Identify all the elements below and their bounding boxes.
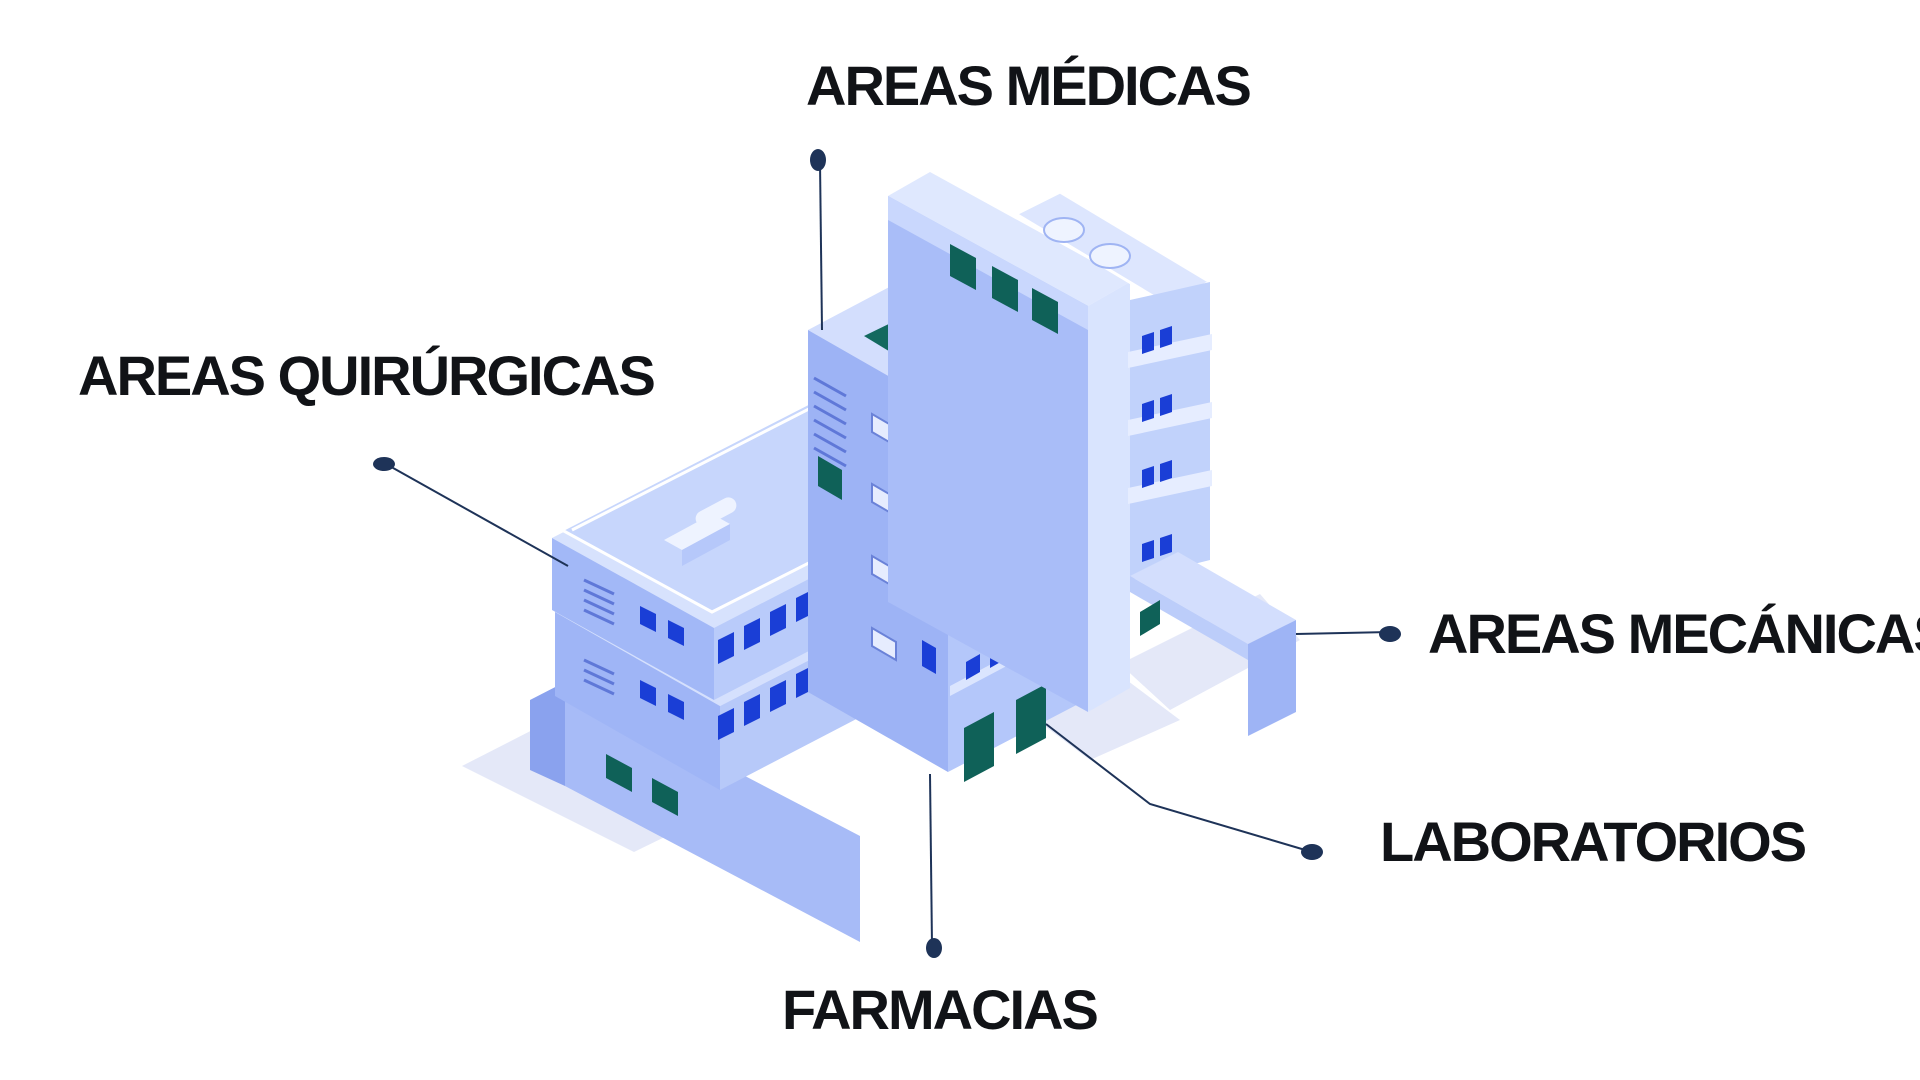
roof-tank-icon	[1043, 217, 1131, 269]
dot-farmacias	[926, 938, 942, 958]
leader-lines	[385, 161, 1391, 947]
vent-grille-icon	[813, 376, 847, 468]
dot-laboratorios	[1301, 844, 1323, 860]
right-wing	[1012, 190, 1214, 580]
leader-line-areas-mecanicas	[1295, 631, 1391, 635]
door-icon	[818, 456, 842, 500]
dot-areas-medicas	[810, 149, 826, 171]
leader-line-areas-medicas	[819, 161, 823, 331]
leader-dots	[373, 149, 1401, 958]
dot-areas-mecanicas	[1379, 626, 1401, 642]
leader-line-laboratorios	[1045, 723, 1313, 853]
label-areas-medicas: AREAS MÉDICAS	[806, 54, 1252, 117]
vent-grille-icon	[583, 578, 615, 696]
label-farmacias: FARMACIAS	[782, 978, 1099, 1041]
roof-vent-icon	[664, 497, 737, 566]
leader-line-areas-quirurgicas	[385, 463, 569, 567]
door-icon	[606, 754, 678, 816]
leader-line-farmacias	[929, 773, 933, 947]
back-tower	[888, 172, 1130, 712]
right-annex	[1130, 552, 1296, 736]
dot-areas-quirurgicas	[373, 457, 395, 471]
window-row	[1142, 326, 1172, 562]
window-row	[950, 244, 1058, 334]
label-areas-mecanicas: AREAS MECÁNICAS	[1428, 602, 1920, 665]
door-icon	[1140, 600, 1160, 636]
label-laboratorios: LABORATORIOS	[1380, 810, 1807, 873]
door-icon	[964, 684, 1046, 782]
floor-band	[1128, 334, 1212, 504]
hospital-building-icon	[530, 172, 1296, 942]
label-areas-quirurgicas: AREAS QUIRÚRGICAS	[78, 344, 656, 407]
